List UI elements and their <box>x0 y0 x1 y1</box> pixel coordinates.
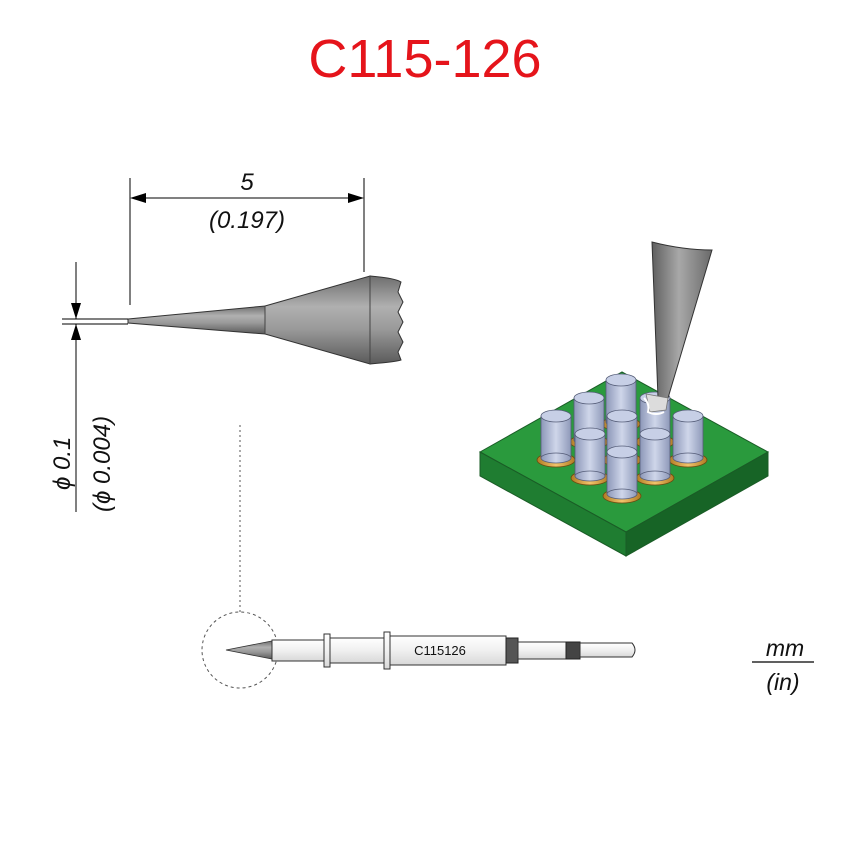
diameter-dimension: ϕ 0.1 (ϕ 0.004) <box>49 262 128 512</box>
length-mm-label: 5 <box>240 169 254 196</box>
cartridge-label: C115126 <box>414 643 466 658</box>
pin <box>602 445 642 504</box>
pin <box>536 409 576 468</box>
length-dimension: 5 (0.197) <box>129 169 365 305</box>
pcb-illustration <box>478 241 770 557</box>
soldering-tip <box>643 241 713 415</box>
pin <box>635 427 675 486</box>
cartridge-full: C115126 <box>225 631 636 670</box>
tip-enlarged <box>127 275 404 365</box>
page-title: C115-126 <box>308 29 542 89</box>
diameter-in-label: (ϕ 0.004) <box>89 416 116 512</box>
units-primary: mm <box>766 635 804 661</box>
units-secondary: (in) <box>766 669 799 695</box>
pin <box>668 409 708 468</box>
diameter-mm-label: ϕ 0.1 <box>49 437 76 490</box>
units-legend: mm (in) <box>752 635 814 695</box>
length-in-label: (0.197) <box>209 207 285 234</box>
pin <box>570 427 610 486</box>
